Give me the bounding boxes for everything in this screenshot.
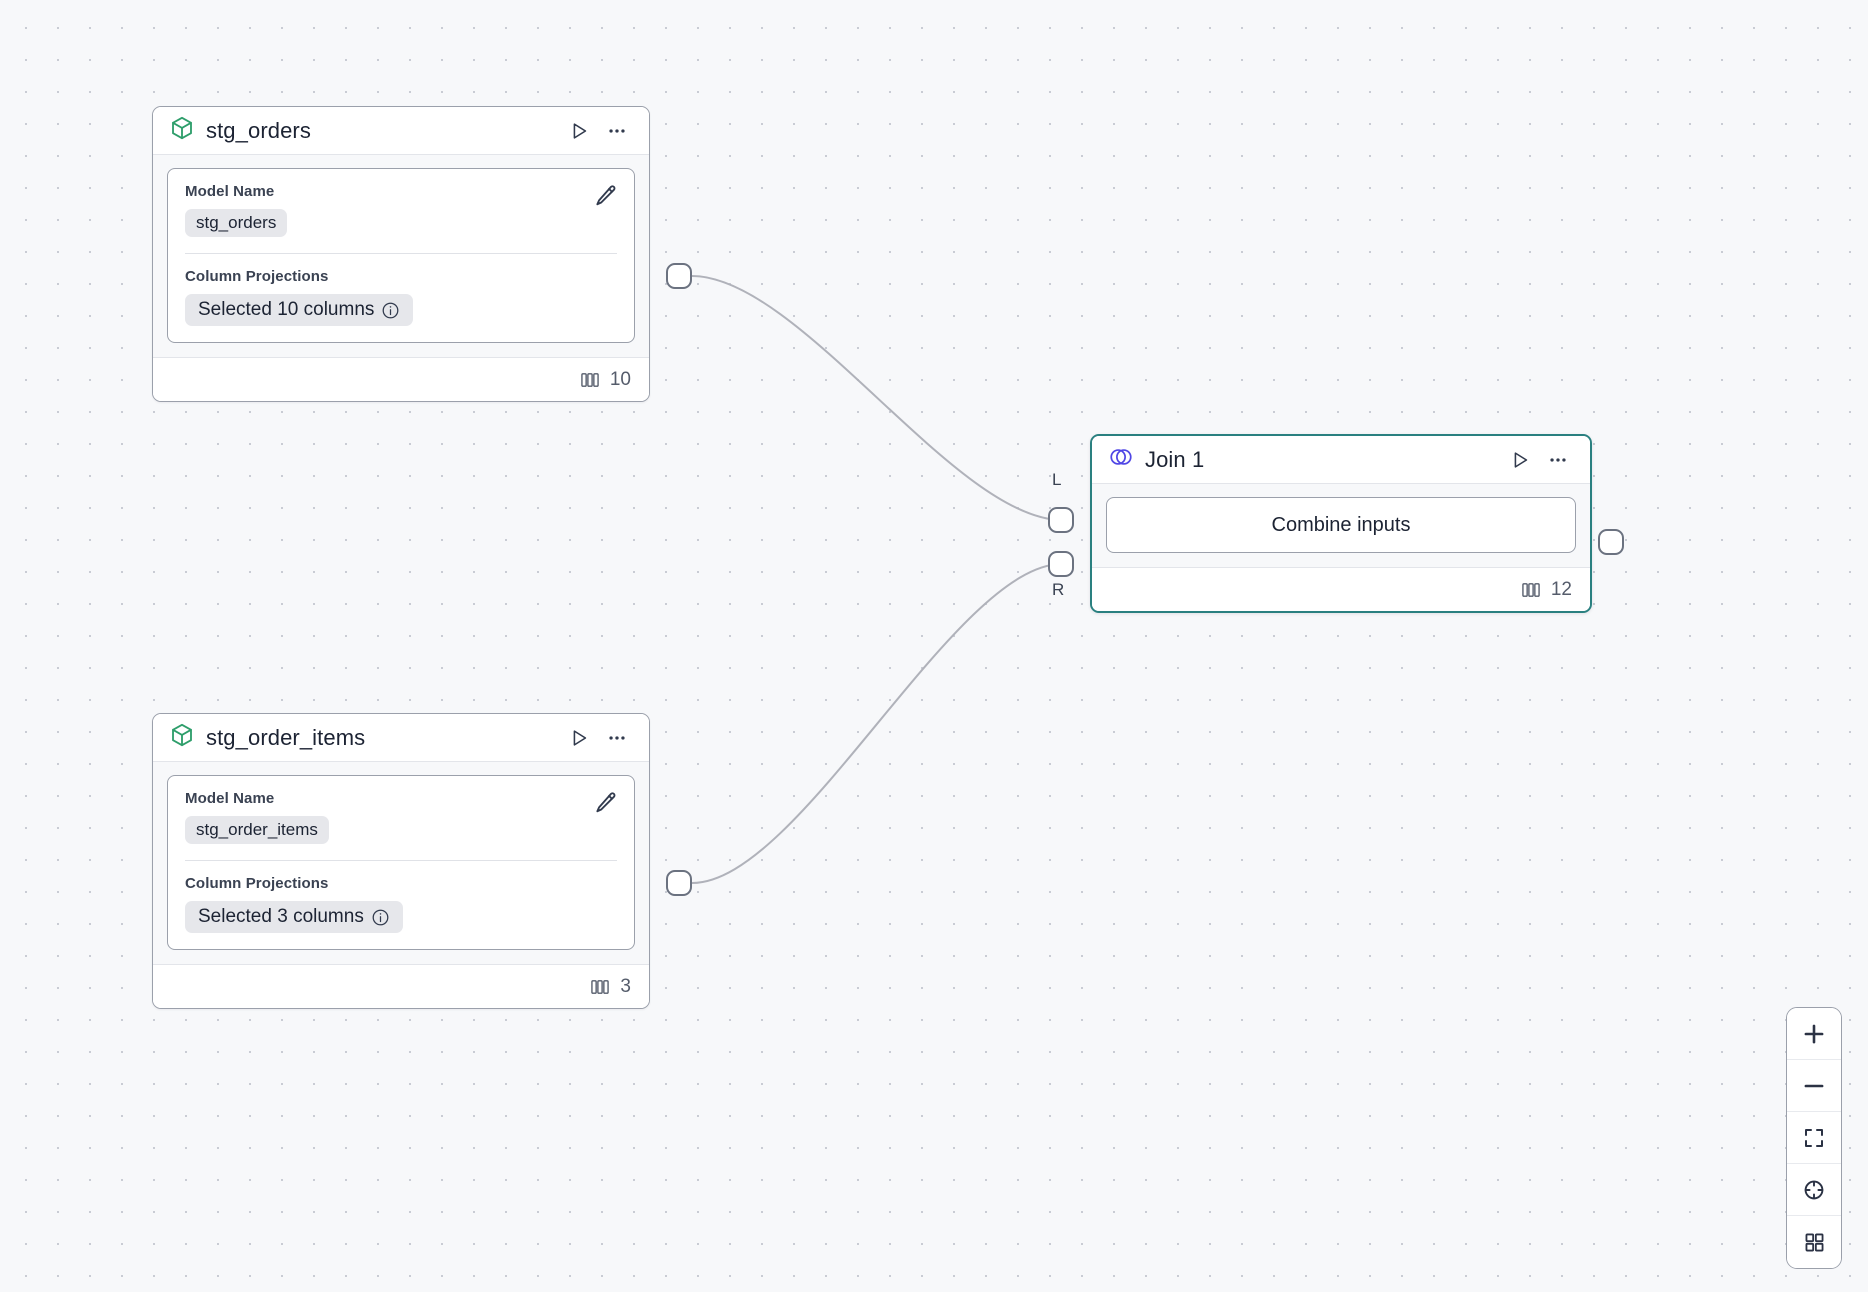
combine-inputs-button[interactable]: Combine inputs (1106, 497, 1576, 553)
divider (185, 860, 617, 861)
flow-controls[interactable] (1786, 1007, 1842, 1269)
node-header: Join 1 (1092, 436, 1590, 484)
columns-icon (589, 976, 611, 998)
combine-inputs-label: Combine inputs (1271, 513, 1411, 536)
grid-icon (1803, 1231, 1826, 1254)
plus-icon (1801, 1021, 1827, 1047)
divider (185, 253, 617, 254)
node-stg-orders[interactable]: stg_orders Mode (152, 106, 650, 402)
venn-icon (1108, 444, 1134, 475)
output-port-stg-order-items[interactable] (666, 870, 692, 896)
node-body: Model Name stg_orders Column Projections… (153, 155, 649, 357)
pill-text: Selected 10 columns (198, 299, 375, 320)
columns-icon (579, 369, 601, 391)
field-label-column-projections: Column Projections (185, 875, 329, 892)
column-count: 12 (1550, 578, 1572, 600)
node-title: stg_orders (206, 117, 311, 143)
node-title: stg_order_items (206, 724, 366, 750)
edge-stg-order-items-to-join-r (691, 563, 1063, 884)
pill-text: stg_order_items (196, 820, 318, 839)
center-view-button[interactable] (1787, 1164, 1841, 1216)
pill-text: stg_orders (196, 213, 277, 232)
node-config-panel: Model Name stg_order_items Column Projec… (167, 775, 635, 950)
play-icon[interactable] (565, 724, 593, 752)
play-icon[interactable] (1506, 446, 1534, 474)
minus-icon (1801, 1073, 1827, 1099)
field-label-model-name: Model Name (185, 183, 275, 200)
pill-text: Selected 3 columns (198, 906, 364, 927)
node-body: Model Name stg_order_items Column Projec… (153, 762, 649, 964)
input-port-label-right: R (1052, 580, 1065, 599)
output-port-stg-orders[interactable] (666, 263, 692, 289)
info-icon[interactable] (371, 908, 390, 927)
column-count: 10 (609, 368, 631, 390)
node-header: stg_orders (153, 107, 649, 155)
field-label-column-projections: Column Projections (185, 268, 329, 285)
node-title: Join 1 (1145, 446, 1205, 472)
crosshair-icon (1802, 1178, 1826, 1202)
field-value-model-name[interactable]: stg_order_items (185, 816, 329, 844)
column-count: 3 (620, 975, 631, 997)
field-value-column-projections[interactable]: Selected 10 columns (185, 294, 414, 326)
node-body: Combine inputs (1092, 484, 1590, 567)
columns-icon (1520, 579, 1542, 601)
cube-icon (169, 115, 195, 146)
node-stg-order-items[interactable]: stg_order_items (152, 713, 650, 1009)
output-port-join-1[interactable] (1598, 529, 1624, 555)
play-icon[interactable] (565, 117, 593, 145)
node-join-1[interactable]: Join 1 Combine inputs (1090, 434, 1592, 613)
zoom-in-button[interactable] (1787, 1008, 1841, 1060)
toggle-minimap-button[interactable] (1787, 1216, 1841, 1268)
node-footer: 12 (1092, 567, 1590, 611)
field-value-model-name[interactable]: stg_orders (185, 209, 288, 237)
fit-view-icon (1802, 1126, 1826, 1150)
field-label-model-name: Model Name (185, 790, 275, 807)
node-config-panel: Model Name stg_orders Column Projections… (167, 168, 635, 343)
node-footer: 10 (153, 357, 649, 401)
input-port-left[interactable] (1048, 507, 1074, 533)
zoom-out-button[interactable] (1787, 1060, 1841, 1112)
ellipsis-icon[interactable] (1544, 446, 1572, 474)
ellipsis-icon[interactable] (603, 724, 631, 752)
input-port-right[interactable] (1048, 551, 1074, 577)
edge-stg-orders-to-join-l (691, 275, 1063, 521)
input-port-label-left: L (1052, 470, 1062, 489)
node-footer: 3 (153, 964, 649, 1008)
info-icon[interactable] (381, 301, 400, 320)
pencil-icon[interactable] (593, 790, 619, 816)
ellipsis-icon[interactable] (603, 117, 631, 145)
field-value-column-projections[interactable]: Selected 3 columns (185, 901, 403, 933)
pencil-icon[interactable] (593, 183, 619, 209)
fit-view-button[interactable] (1787, 1112, 1841, 1164)
cube-icon (169, 722, 195, 753)
node-header: stg_order_items (153, 714, 649, 762)
